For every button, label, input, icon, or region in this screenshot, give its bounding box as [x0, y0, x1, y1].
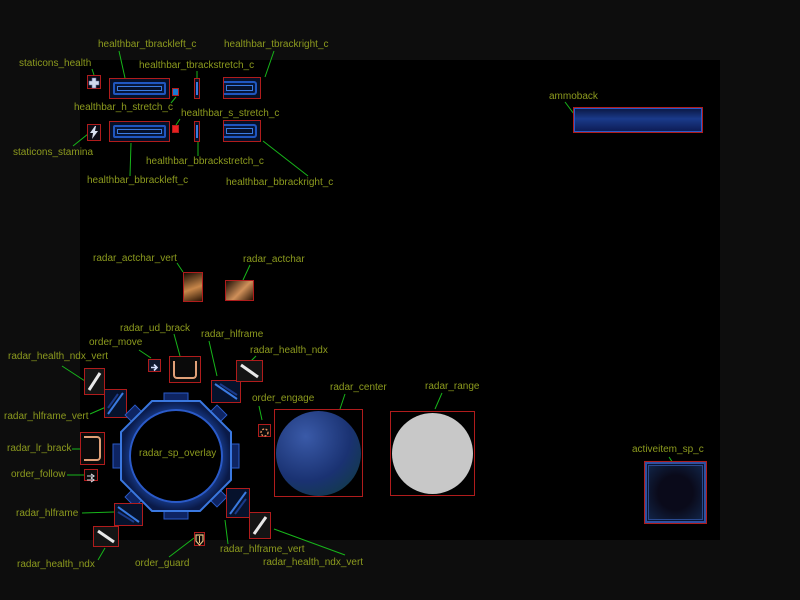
label-healthbar-tbrackright: healthbar_tbrackright_c [224, 39, 329, 50]
leader-line [168, 537, 195, 558]
label-radar-hlframe-bottom: radar_hlframe [16, 508, 79, 519]
label-healthbar-bbrackstretch: healthbar_bbrackstretch_c [146, 156, 264, 167]
order-guard-icon [194, 532, 205, 546]
healthbar-s-stretch [172, 125, 179, 133]
radar-actchar [225, 280, 254, 301]
label-radar-health-ndx-bottom: radar_health_ndx [17, 559, 95, 570]
label-healthbar-tbrackstretch: healthbar_tbrackstretch_c [139, 60, 255, 71]
radar-center [274, 409, 363, 497]
label-radar-hlframe-vert-bottom: radar_hlframe_vert [220, 544, 305, 555]
radar-health-ndx-bottom [93, 526, 119, 547]
healthbar-bbrackleft [109, 121, 170, 142]
label-staticons-stamina: staticons_stamina [13, 147, 94, 158]
label-activeitem-sp: activeitem_sp_c [632, 444, 704, 455]
radar-hlframe [211, 380, 241, 403]
radar-lr-brack [80, 432, 105, 465]
order-engage-icon [258, 424, 271, 437]
staticons-health-icon [87, 75, 101, 89]
activeitem-sp [644, 461, 707, 524]
label-healthbar-s-stretch: healthbar_s_stretch_c [181, 108, 280, 119]
label-radar-health-ndx-vert-top: radar_health_ndx_vert [8, 351, 109, 362]
label-healthbar-h-stretch: healthbar_h_stretch_c [74, 102, 173, 113]
label-order-move: order_move [89, 337, 143, 348]
label-radar-hlframe-vert-top: radar_hlframe_vert [4, 411, 89, 422]
radar-health-ndx-vert [84, 368, 105, 395]
radar-ud-brack [169, 356, 201, 383]
order-move-icon [148, 359, 161, 372]
label-radar-health-ndx-vert-bottom: radar_health_ndx_vert [263, 557, 364, 568]
radar-range [390, 411, 475, 496]
leader-line [97, 547, 106, 561]
label-ammoback: ammoback [549, 91, 598, 102]
label-radar-lr-brack: radar_lr_brack [7, 443, 72, 454]
radar-actchar-vert [183, 272, 203, 302]
label-radar-ud-brack: radar_ud_brack [120, 323, 191, 334]
healthbar-tbrackright [223, 77, 261, 99]
label-staticons-health: staticons_health [19, 58, 92, 69]
radar-sp-overlay [112, 392, 240, 520]
label-radar-range: radar_range [425, 381, 480, 392]
label-radar-center: radar_center [330, 382, 387, 393]
label-radar-health-ndx-top: radar_health_ndx [250, 345, 328, 356]
label-radar-hlframe-top: radar_hlframe [201, 329, 264, 340]
staticons-stamina-icon [87, 124, 101, 141]
label-healthbar-bbrackleft: healthbar_bbrackleft_c [87, 175, 189, 186]
label-order-engage: order_engage [252, 393, 315, 404]
radar-hlframe-bottom [114, 503, 143, 526]
healthbar-tbrackstretch [194, 78, 200, 99]
label-healthbar-bbrackright: healthbar_bbrackright_c [226, 177, 334, 188]
label-healthbar-tbrackleft: healthbar_tbrackleft_c [98, 39, 197, 50]
label-radar-actchar: radar_actchar [243, 254, 305, 265]
label-radar-actchar-vert: radar_actchar_vert [93, 253, 177, 264]
radar-hlframe-vert [104, 389, 127, 418]
label-radar-sp-overlay: radar_sp_overlay [139, 448, 217, 459]
healthbar-bbrackright [223, 120, 261, 142]
radar-hlframe-vert-bottom [226, 488, 250, 518]
healthbar-h-stretch [172, 88, 179, 96]
radar-health-ndx [236, 360, 263, 382]
radar-health-ndx-vert-bottom [249, 512, 271, 539]
order-follow-icon [84, 469, 98, 483]
healthbar-bbrackstretch [194, 121, 200, 142]
label-order-follow: order_follow [11, 469, 66, 480]
ammoback [573, 107, 703, 133]
label-order-guard: order_guard [135, 558, 190, 569]
healthbar-tbrackleft [109, 78, 170, 99]
